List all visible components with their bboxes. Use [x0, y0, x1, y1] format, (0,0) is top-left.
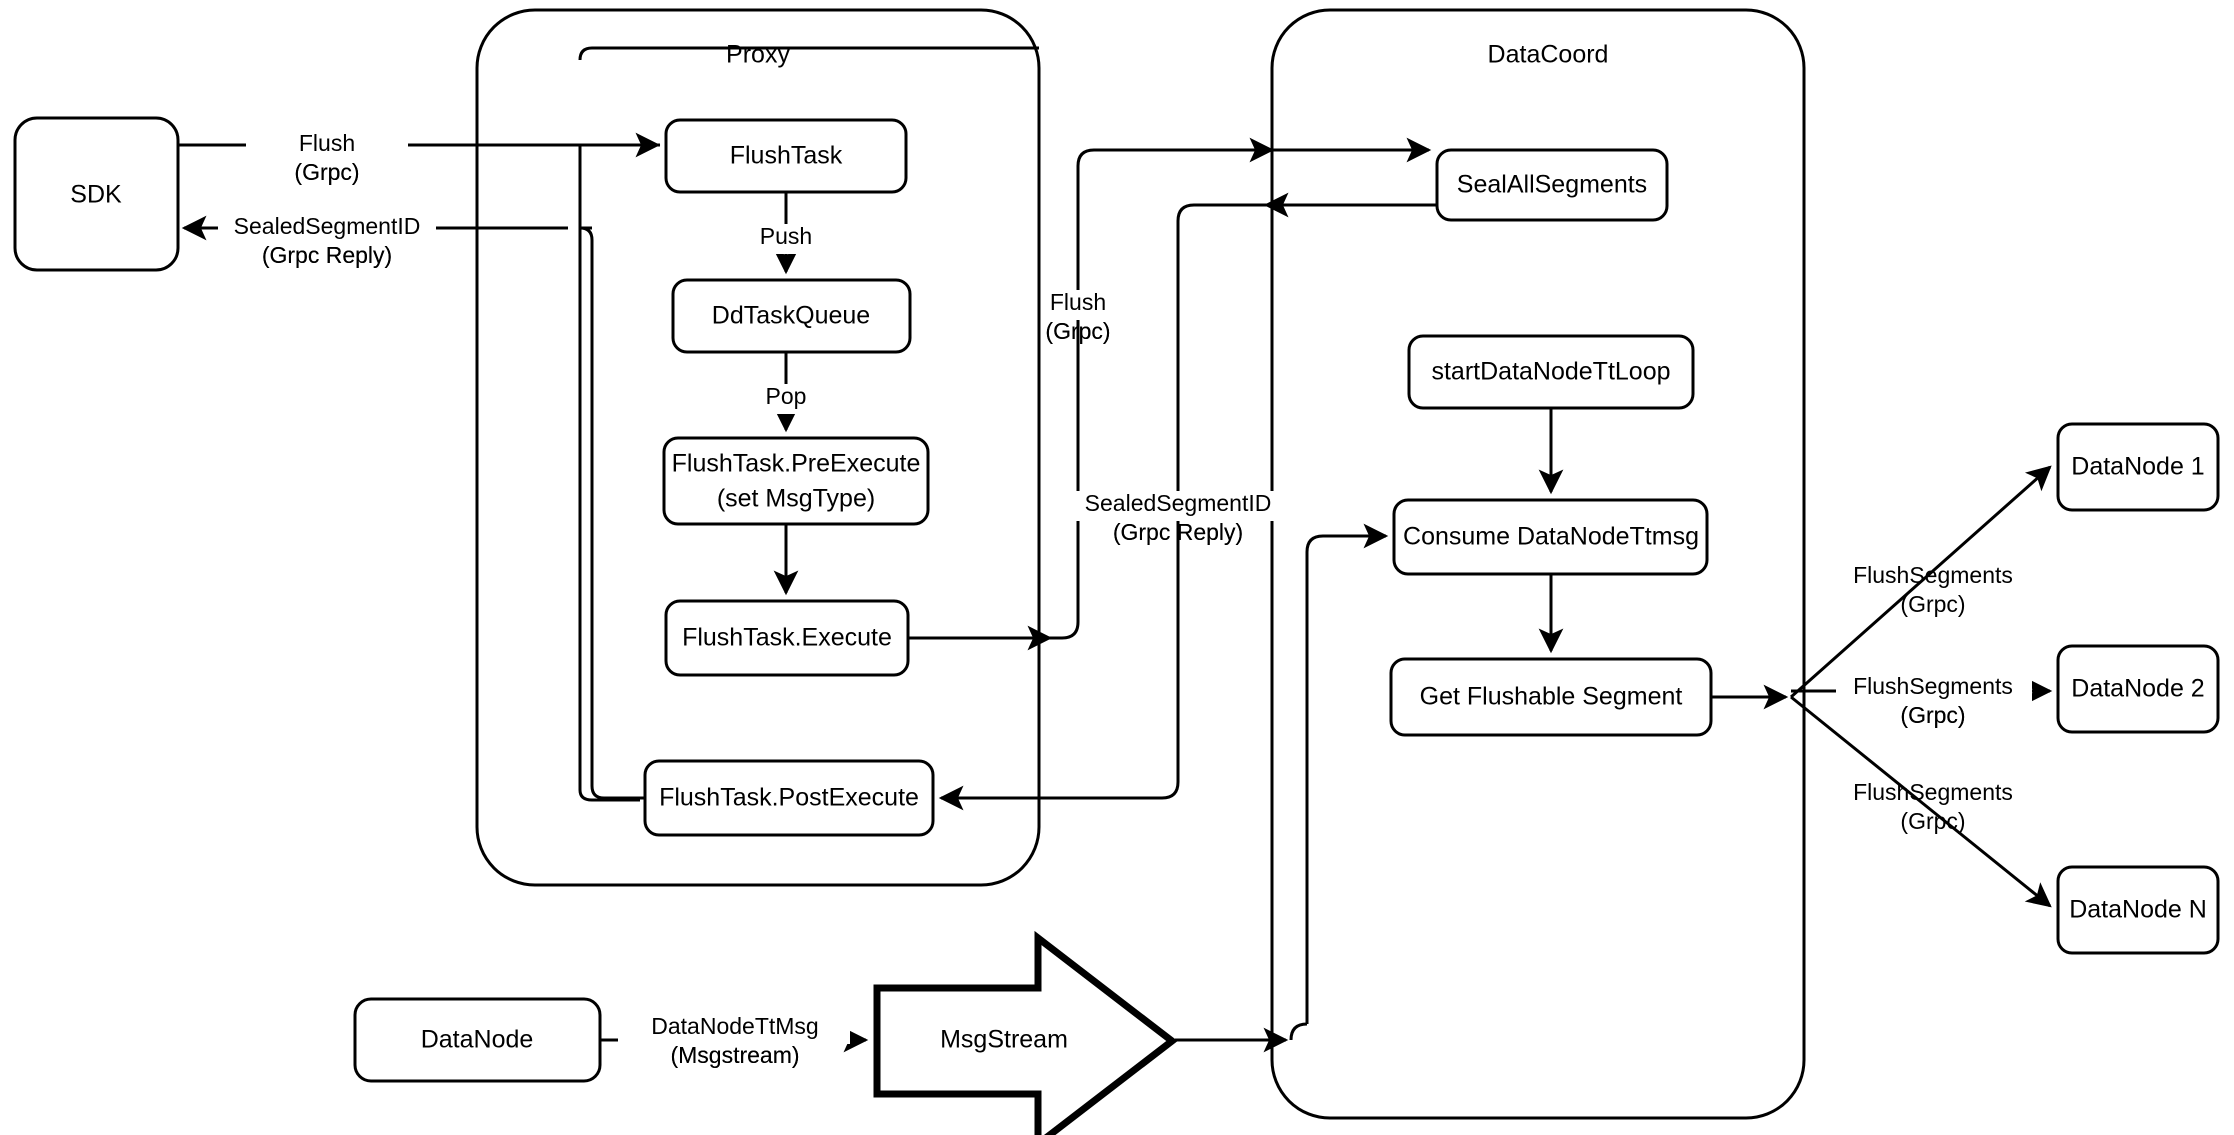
datanode-source-label: DataNode: [421, 1026, 534, 1054]
pop-label-top: Pop: [766, 383, 807, 409]
flushtask-box[interactable]: [664, 118, 908, 194]
execute-label: FlushTask.Execute: [682, 624, 892, 652]
edge-label-flushsegments-1: FlushSegments (Grpc): [1853, 562, 2013, 617]
postexecute-label: FlushTask.PostExecute: [659, 784, 919, 812]
preexecute-box[interactable]: [662, 436, 930, 526]
sdk-label: SDK: [70, 181, 122, 209]
node-datanode-2[interactable]: DataNode 2: [2056, 644, 2220, 734]
datacoord-container-label: DataCoord: [1488, 41, 1609, 69]
proxy-container-outline: [475, 8, 1041, 887]
node-sdk[interactable]: SDK: [13, 116, 180, 272]
edge-execute-to-sealallsegments-route: [908, 148, 1280, 640]
startdatanodettloop-label: startDataNodeTtLoop: [1431, 358, 1670, 386]
edge-fanout-to-datanoden: [1790, 695, 2052, 908]
backdrop-7: [1836, 674, 2032, 704]
node-datanode-1[interactable]: DataNode 1: [2056, 422, 2220, 512]
edge-postexecute-return-lane: [578, 145, 640, 802]
backdrop-1: [246, 130, 408, 160]
backdrop-8: [618, 1014, 850, 1044]
edge-msgstream-lane-corner: [1289, 1022, 1308, 1041]
edge-postexecute-to-sdk-route: [579, 226, 645, 800]
flushsegments-1-line1: FlushSegments: [1853, 562, 2013, 588]
edge-msgstream-to-consume: [1305, 523, 1389, 1024]
consumettmsg-box[interactable]: [1392, 498, 1709, 576]
backdrop-3: [748, 224, 826, 254]
container-proxy: Proxy: [475, 8, 1041, 887]
preexecute-label-line2: (set MsgType): [717, 485, 875, 513]
msgstream-label: MsgStream: [940, 1026, 1068, 1054]
node-flushtask-postexecute[interactable]: FlushTask.PostExecute: [643, 759, 935, 837]
flushsegments-2-line2: (Grpc): [1900, 702, 1965, 728]
push-label-top: Push: [760, 223, 812, 249]
datanode2-label: DataNode 2: [2071, 675, 2204, 703]
flushtask-label: FlushTask: [730, 142, 843, 170]
ddtaskqueue-label: DdTaskQueue: [712, 302, 870, 330]
edge-fanout-to-datanode1: [1790, 465, 2052, 699]
node-startdatanodettloop[interactable]: startDataNodeTtLoop: [1407, 334, 1695, 410]
consumettmsg-label: Consume DataNodeTtmsg: [1403, 523, 1699, 551]
datanoden-label: DataNode N: [2069, 896, 2207, 924]
edge-label-flushsegments-n: FlushSegments (Grpc): [1853, 779, 2013, 834]
node-sealallsegments[interactable]: SealAllSegments: [1435, 148, 1669, 222]
flush-grpc-proxy-line1-top: Flush: [1050, 289, 1106, 315]
sealedsegmentid-sdk-line1-top: SealedSegmentID: [234, 213, 421, 239]
datanode2-box[interactable]: [2056, 644, 2220, 734]
datanode1-box[interactable]: [2056, 422, 2220, 512]
label-backdrops: [218, 130, 2032, 1044]
container-datacoord: DataCoord: [1270, 8, 1806, 1120]
datanodettmsg-line2: (Msgstream): [670, 1042, 799, 1068]
backdrop-4: [752, 384, 822, 414]
sealedsegmentid-sdk-line2: (Grpc Reply): [262, 242, 392, 268]
msgstream-arrow-shape[interactable]: [873, 930, 1178, 1135]
flushsegments-n-line2: (Grpc): [1900, 808, 1965, 834]
datanodettmsg-line2-top: (Msgstream): [670, 1042, 799, 1068]
node-consume-datanodettmsg[interactable]: Consume DataNodeTtmsg: [1392, 498, 1709, 576]
node-datanode-n[interactable]: DataNode N: [2056, 865, 2220, 955]
flushsegments-1-line2: (Grpc): [1900, 591, 1965, 617]
node-flushtask[interactable]: FlushTask: [664, 118, 908, 194]
flush-grpc-proxy-line2: (Grpc): [1045, 318, 1110, 344]
sealedsegmentid-proxy-line2-top: (Grpc Reply): [1113, 519, 1243, 545]
datanode-source-box[interactable]: [353, 997, 602, 1083]
flush-grpc-sdk-line2: (Grpc): [294, 159, 359, 185]
sealedsegmentid-proxy-line2: (Grpc Reply): [1113, 519, 1243, 545]
execute-box[interactable]: [664, 599, 910, 677]
datanodettmsg-line1-top: DataNodeTtMsg: [651, 1013, 818, 1039]
flushsegments-2-line2-top: (Grpc): [1900, 702, 1965, 728]
postexecute-box[interactable]: [643, 759, 935, 837]
sealedsegmentid-sdk-line2-top: (Grpc Reply): [262, 242, 392, 268]
backdrop-6: [1072, 491, 1284, 521]
sealedsegmentid-proxy-line1-top: SealedSegmentID: [1085, 490, 1272, 516]
node-flushtask-preexecute[interactable]: FlushTask.PreExecute (set MsgType): [662, 436, 930, 526]
sealallsegments-box[interactable]: [1435, 148, 1669, 222]
getflushable-label: Get Flushable Segment: [1420, 683, 1683, 711]
backdrop-2: [218, 213, 436, 243]
backdrop-5: [1042, 290, 1120, 320]
node-ddtaskqueue[interactable]: DdTaskQueue: [671, 278, 912, 354]
ddtaskqueue-box[interactable]: [671, 278, 912, 354]
getflushable-box[interactable]: [1389, 657, 1713, 737]
edge-proxy-top-lane: [578, 46, 1039, 61]
datanode1-label: DataNode 1: [2071, 453, 2204, 481]
flush-grpc-sdk-line2-top: (Grpc): [294, 159, 359, 185]
datanoden-box[interactable]: [2056, 865, 2220, 955]
node-flushtask-execute[interactable]: FlushTask.Execute: [664, 599, 910, 677]
edge-labels-top: Flush (Grpc) SealedSegmentID (Grpc Reply…: [234, 130, 2013, 1068]
datacoord-container-outline: [1270, 8, 1806, 1120]
sdk-box[interactable]: [13, 116, 180, 272]
startdatanodettloop-box[interactable]: [1407, 334, 1695, 410]
preexecute-label-line1: FlushTask.PreExecute: [672, 450, 921, 478]
flushsegments-n-line1: FlushSegments: [1853, 779, 2013, 805]
node-msgstream[interactable]: MsgStream: [873, 930, 1178, 1135]
node-datanode-source[interactable]: DataNode: [353, 997, 602, 1083]
sealallsegments-label: SealAllSegments: [1457, 171, 1647, 199]
flush-grpc-proxy-line2-top: (Grpc): [1045, 318, 1110, 344]
flushsegments-2-line1-top: FlushSegments: [1853, 673, 2013, 699]
flush-grpc-sdk-line1-top: Flush: [299, 130, 355, 156]
proxy-container-label: Proxy: [726, 41, 790, 69]
node-get-flushable-segment[interactable]: Get Flushable Segment: [1389, 657, 1713, 737]
